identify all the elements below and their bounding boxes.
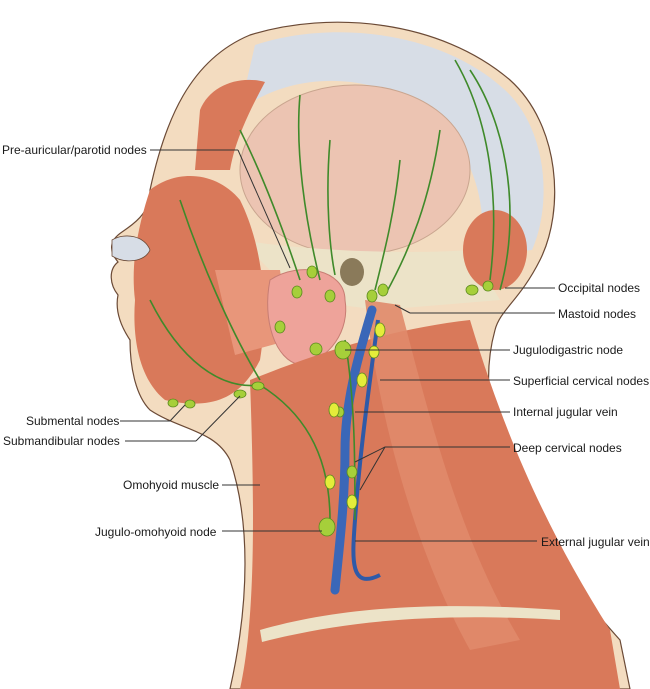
label-superficial-cervical-nodes: Superficial cervical nodes: [513, 374, 650, 388]
nasal-cartilage: [111, 235, 151, 262]
label-jugulodigastric-node: Jugulodigastric node: [513, 343, 624, 357]
lymph-nodes: [167, 265, 494, 537]
highlighted-lymph-nodes: [324, 322, 386, 510]
label-omohyoid-muscle: Omohyoid muscle: [123, 478, 220, 492]
lymph-vessels: [149, 59, 511, 521]
facial-muscles: [133, 176, 264, 404]
label-occipital-nodes: Occipital nodes: [558, 281, 641, 295]
external-ear-canal: [340, 258, 364, 286]
label-deep-cervical-nodes: Deep cervical nodes: [513, 441, 622, 455]
clavicle: [260, 606, 560, 642]
leader-lines: [120, 149, 555, 542]
label-mastoid-nodes: Mastoid nodes: [558, 307, 637, 321]
label-jugulo-omohyoid-node: Jugulo-omohyoid node: [95, 525, 217, 539]
galea-aponeurotica: [240, 32, 544, 255]
occipitalis-muscle: [463, 210, 527, 290]
label-external-jugular-vein: External jugular vein: [541, 535, 650, 549]
frontalis-muscle: [195, 79, 265, 170]
label-submental-nodes: Submental nodes: [26, 414, 120, 428]
sternocleidomastoid-muscle: [365, 300, 520, 650]
label-pre-auricular-parotid-nodes: Pre-auricular/parotid nodes: [2, 143, 147, 157]
temporalis-muscle: [239, 84, 471, 256]
internal-jugular-vein: [330, 305, 377, 595]
label-submandibular-nodes: Submandibular nodes: [3, 434, 120, 448]
label-internal-jugular-vein: Internal jugular vein: [513, 405, 618, 419]
